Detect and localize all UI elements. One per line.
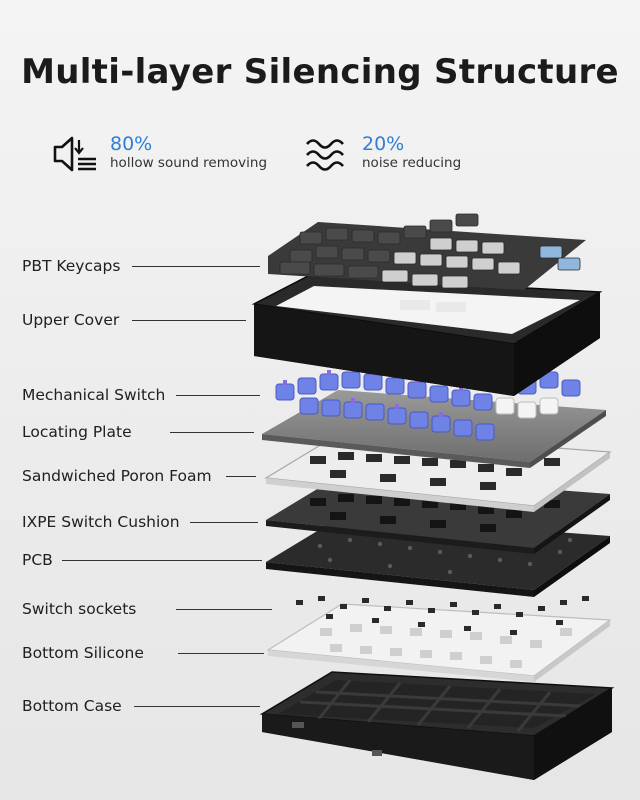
layer-bottom-silicone bbox=[268, 604, 610, 682]
layer-bottom-case bbox=[262, 672, 612, 780]
